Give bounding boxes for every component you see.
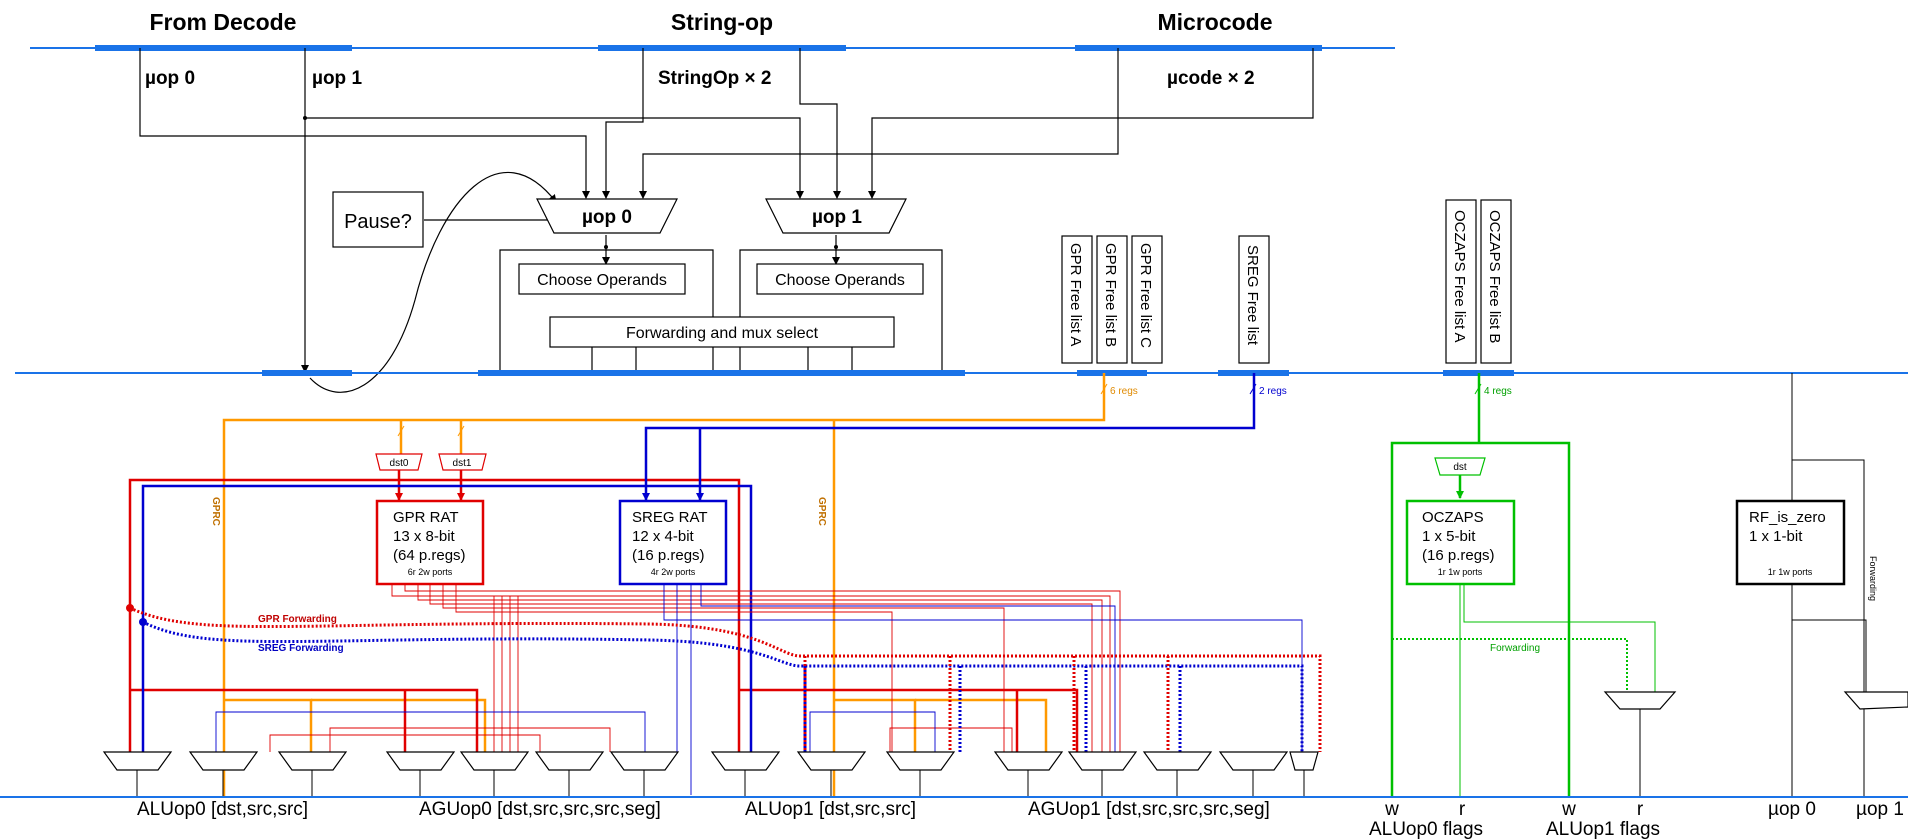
gpr-free-list-c: GPR Free list C [1137,243,1154,348]
rf-is-zero-size: 1 x 1-bit [1749,528,1803,545]
output-aluop0-w: w [1384,799,1399,820]
oczaps-free-list-a: OCZAPS Free list A [1451,210,1468,343]
oczaps-dst-label: dst [1453,462,1467,473]
output-aluop0: ALUop0 [dst,src,src] [137,799,308,820]
operand-mux-row [102,751,1319,771]
choose-operands-1 [756,263,924,295]
choose-operands-0-label: Choose Operands [537,272,667,289]
uop1-mux-label: µop 1 [812,207,862,228]
oczaps-size: 1 x 5-bit [1422,528,1476,545]
pause-box [332,191,424,248]
oczaps-box [1405,499,1516,586]
forwarding-dotted-wires [129,606,1322,752]
header-microcode: Microcode [1157,9,1272,35]
input-routing-wires [139,48,1314,393]
gpr-rat-box [375,499,485,586]
sreg-rat-regs: (16 p.regs) [632,547,705,564]
gpr-rat-regs: (64 p.regs) [393,547,466,564]
output-uop1: µop 1 [1856,799,1904,820]
input-stringop-label: StringOp × 2 [658,68,772,89]
oczaps-dst-mux [1434,457,1486,476]
gpr-rat-title: GPR RAT [393,509,459,526]
oczaps-reg-count: 4 regs [1484,386,1512,397]
gpr-forward-dot [126,604,134,612]
choose-operands-1-label: Choose Operands [775,272,905,289]
output-aguop1: AGUop1 [dst,src,src,src,seg] [1028,799,1270,820]
output-aluop1: ALUop1 [dst,src,src] [745,799,916,820]
dst1-label: dst1 [453,458,472,469]
output-aluop0-r: r [1459,799,1466,820]
rf-is-zero-box [1735,499,1846,586]
sreg-rat-size: 12 x 4-bit [632,528,695,545]
output-aguop0: AGUop0 [dst,src,src,src,seg] [419,799,661,820]
dst1-mux [438,453,487,471]
forwarding-mux-select [549,316,895,348]
output-aluop1-flags: ALUop1 flags [1546,819,1660,839]
header-string-op: String-op [671,9,773,35]
sreg-rat-title: SREG RAT [632,509,708,526]
oczaps-regs: (16 p.regs) [1422,547,1495,564]
gpr-free-list-b: GPR Free list B [1102,243,1119,347]
rf-is-zero-wires [1791,373,1867,797]
gpr-rat-ports: 6r 2w ports [408,567,453,577]
pause-label: Pause? [344,211,412,233]
output-uop0: µop 0 [1768,799,1816,820]
rf-is-zero-ports: 1r 1w ports [1768,567,1813,577]
free-lists [1061,199,1512,364]
sreg-forward-dot [139,618,147,626]
rf-is-zero-title: RF_is_zero [1749,509,1826,526]
output-aluop1-r: r [1637,799,1644,820]
uop0-mux-label: µop 0 [582,207,632,228]
gpr-red-wires [128,470,1079,752]
uop0-mux [536,198,678,234]
input-uop1-label: µop 1 [312,68,362,89]
sreg-rat-box [618,499,728,586]
oczaps-flag-mux [1603,691,1677,710]
sreg-free-list: SREG Free list [1244,245,1261,346]
gprc-label-right: GPRC [816,497,827,526]
rf-forwarding-label: Forwarding [1868,556,1878,601]
input-ucode-label: µcode × 2 [1167,68,1255,89]
forwarding-mux-select-label: Forwarding and mux select [626,325,819,342]
oczaps-ports: 1r 1w ports [1438,567,1483,577]
choose-operands-0 [518,263,686,295]
gpr-rat-size: 13 x 8-bit [393,528,456,545]
rat-readout-thin-wires [215,584,1303,795]
sreg-forwarding-label: SREG Forwarding [258,643,344,654]
uop1-mux [765,198,907,234]
gpr-free-list-a: GPR Free list A [1067,243,1084,346]
oczaps-title: OCZAPS [1422,509,1484,526]
gpr-reg-count: 6 regs [1110,386,1138,397]
header-from-decode: From Decode [150,9,297,35]
input-uop0-label: µop 0 [145,68,195,89]
output-aluop1-w: w [1561,799,1576,820]
dst0-label: dst0 [390,458,409,469]
sreg-rat-ports: 4r 2w ports [651,567,696,577]
sreg-reg-count: 2 regs [1259,386,1287,397]
dst0-mux [375,453,423,471]
operand-mux-outputs [136,770,1305,797]
output-aluop0-flags: ALUop0 flags [1369,819,1483,839]
gpr-forwarding-label: GPR Forwarding [258,614,337,625]
oczaps-free-list-b: OCZAPS Free list B [1486,210,1503,343]
oczaps-green-wires [1390,373,1656,797]
rf-mux [1843,691,1908,710]
oczaps-forwarding-label: Forwarding [1490,643,1540,654]
gprc-label-left: GPRC [210,497,221,526]
